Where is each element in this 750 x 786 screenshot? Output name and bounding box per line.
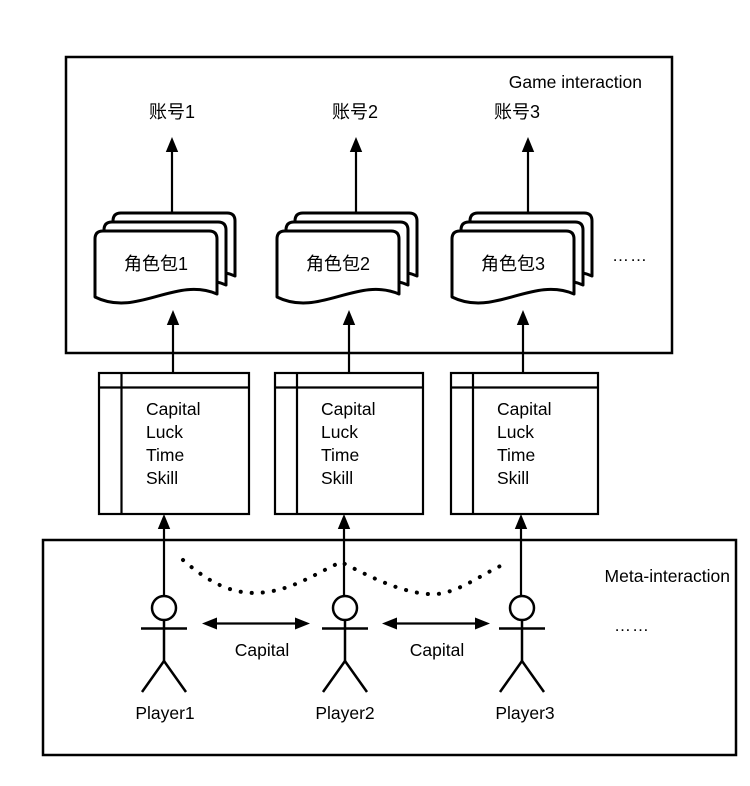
role-package-1-label: 角色包1 <box>124 254 188 274</box>
arrowhead-up-icon <box>516 310 530 325</box>
role-package-3-label: 角色包3 <box>481 254 545 274</box>
game-interaction-box <box>64 55 674 355</box>
document-page-icon <box>275 229 401 305</box>
arrowhead-left-icon <box>382 617 397 630</box>
arrowhead-up-icon <box>165 137 179 152</box>
resource-time: Time <box>321 445 359 465</box>
arrow-resources3-to-package3 <box>516 310 530 373</box>
resource-time: Time <box>497 445 535 465</box>
arrow-resources1-to-package1 <box>166 310 180 373</box>
meta-section-ellipsis: …… <box>614 616 650 635</box>
player-2-label: Player2 <box>315 703 374 723</box>
meta-interaction-section: Meta-interaction …… <box>41 514 738 757</box>
arrowhead-up-icon <box>166 310 180 325</box>
arrowhead-right-icon <box>475 617 490 630</box>
meta-interaction-box <box>41 538 738 757</box>
resource-luck: Luck <box>146 422 183 442</box>
player-1-label: Player1 <box>135 703 194 723</box>
account-1-label: 账号1 <box>149 102 195 122</box>
player-1-figure-icon <box>140 594 188 693</box>
arrow-player2-to-resources2 <box>337 514 351 596</box>
arrow-resources2-to-package2 <box>342 310 356 373</box>
resource-luck: Luck <box>321 422 358 442</box>
resource-capital: Capital <box>497 399 551 419</box>
capital-exchange-arrow-1 <box>202 617 310 630</box>
resource-skill: Skill <box>321 468 353 488</box>
resource-capital: Capital <box>146 399 200 419</box>
document-page-icon <box>93 229 219 305</box>
arrowhead-up-icon <box>521 137 535 152</box>
player-3-label: Player3 <box>495 703 554 723</box>
player-2-figure-icon <box>321 594 369 693</box>
resource-time: Time <box>146 445 184 465</box>
capital-exchange-arrow-2 <box>382 617 490 630</box>
role-package-stack-2: 角色包2 <box>275 211 419 305</box>
game-interaction-section: Game interaction …… 账号1 账号2 账号3 角色包1 <box>64 55 674 355</box>
resource-skill: Skill <box>497 468 529 488</box>
arrowhead-left-icon <box>202 617 217 630</box>
game-section-ellipsis: …… <box>612 246 648 265</box>
arrow-player3-to-resources3 <box>514 514 528 596</box>
role-package-stack-3: 角色包3 <box>450 211 594 305</box>
account-3-label: 账号3 <box>494 102 540 122</box>
resource-box-1: Capital Luck Time Skill <box>97 371 251 516</box>
arrowhead-up-icon <box>349 137 363 152</box>
role-package-stack-1: 角色包1 <box>93 211 237 305</box>
role-package-2-label: 角色包2 <box>306 254 370 274</box>
resource-box-2: Capital Luck Time Skill <box>273 371 425 516</box>
arrowhead-up-icon <box>342 310 356 325</box>
resource-box-3: Capital Luck Time Skill <box>449 371 600 516</box>
player-3-figure-icon <box>498 594 546 693</box>
capital-exchange-label-1: Capital <box>235 640 289 660</box>
meta-section-title: Meta-interaction <box>605 566 730 586</box>
document-page-icon <box>450 229 576 305</box>
game-section-title: Game interaction <box>509 72 642 92</box>
arrowhead-up-icon <box>337 514 351 529</box>
arrowhead-up-icon <box>514 514 528 529</box>
resource-luck: Luck <box>497 422 534 442</box>
capital-exchange-label-2: Capital <box>410 640 464 660</box>
account-2-label: 账号2 <box>332 102 378 122</box>
arrowhead-up-icon <box>157 514 171 529</box>
resource-capital: Capital <box>321 399 375 419</box>
resource-skill: Skill <box>146 468 178 488</box>
arrow-player1-to-resources1 <box>157 514 171 596</box>
arrowhead-right-icon <box>295 617 310 630</box>
